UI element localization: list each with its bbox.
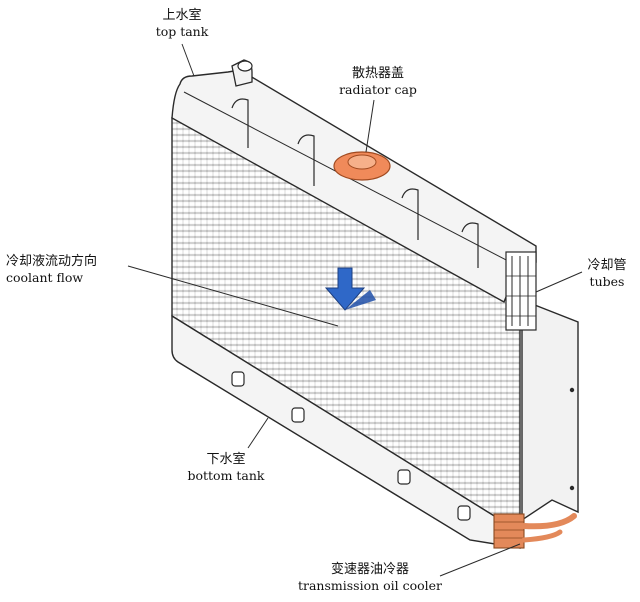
side-bracket (521, 298, 579, 522)
coolant-flow-label-en: coolant flow (6, 269, 84, 285)
coolant-flow-arrow (324, 267, 376, 311)
tubes-label-zh: 冷却管 (587, 258, 627, 273)
top-tank-label: 上水室 top tank (140, 8, 224, 39)
top-tank-label-en: top tank (155, 23, 209, 39)
bottom-tank-label-zh: 下水室 (206, 452, 246, 467)
tubes-label-en: tubes (589, 273, 625, 289)
oil-cooler-label: 变速器油冷器 transmission oil cooler (288, 562, 452, 593)
oil-cooler-label-en: transmission oil cooler (297, 577, 443, 593)
tubes-label: 冷却管 tubes (578, 258, 636, 289)
bottom-tank-label: 下水室 bottom tank (176, 452, 276, 483)
radiator-cap-label-zh: 散热器盖 (351, 66, 404, 81)
coolant-flow-label-zh: 冷却液流动方向 (6, 254, 98, 269)
radiator-cap-label: 散热器盖 radiator cap (330, 66, 426, 97)
coolant-flow-label: 冷却液流动方向 coolant flow (6, 254, 136, 285)
radiator-cap-label-en: radiator cap (339, 81, 417, 97)
oil-cooler-shape (493, 513, 577, 549)
leader-lines (127, 43, 583, 577)
radiator-cap-shape (333, 151, 391, 181)
bottom-tank-label-en: bottom tank (187, 467, 265, 483)
top-tank-label-zh: 上水室 (162, 8, 202, 23)
tube-cutaway (505, 251, 537, 331)
oil-cooler-label-zh: 变速器油冷器 (330, 562, 409, 577)
